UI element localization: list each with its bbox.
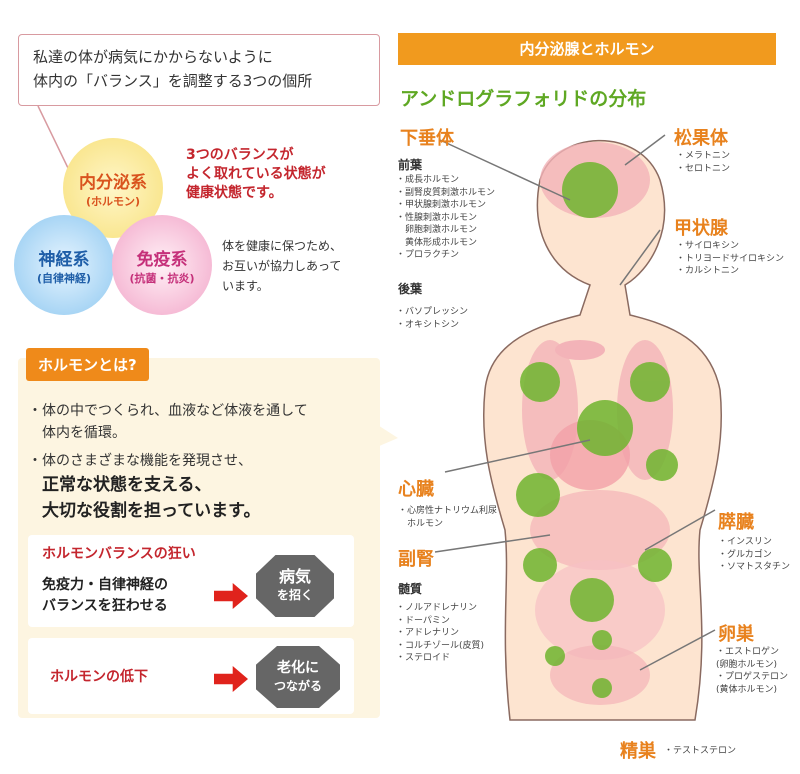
text: を招く	[276, 588, 313, 602]
heart-list: ・心房性ナトリウム利尿 ホルモン	[398, 505, 497, 530]
endocrine-circle: 内分泌系(ホルモン)	[63, 138, 163, 238]
immune-sub: (抗菌・抗炎)	[129, 271, 195, 285]
intro-line1: 私達の体が病気にかからないように	[33, 48, 273, 66]
list-item: ・性腺刺激ホルモン	[396, 212, 478, 223]
arrow-icon	[214, 583, 248, 609]
text: 健康状態です。	[186, 185, 283, 201]
list-item: ・メラトニン	[676, 151, 731, 161]
nervous-sub: (自律神経)	[36, 271, 92, 285]
list-item: ・トリヨードサイロキシン	[676, 253, 785, 264]
diagram-banner: 内分泌腺とホルモン	[398, 33, 776, 65]
list-item: ・ステロイド	[396, 653, 451, 663]
list-item: ・心房性ナトリウム利尿	[398, 506, 498, 516]
arrow-icon	[214, 666, 248, 692]
text: 大切な役割を担っています。	[42, 501, 261, 521]
ovary-label: 卵巣	[718, 624, 754, 645]
text: バランスを狂わせる	[42, 598, 168, 614]
list-item: 卵胞刺激ホルモン	[396, 225, 478, 235]
list-item: ・セロトニン	[676, 163, 731, 174]
endocrine-label: 内分泌系	[79, 172, 147, 193]
list-item: ・アドレナリン	[396, 628, 460, 638]
pituitary-label: 下垂体	[400, 128, 454, 149]
testis-label: 精巣	[620, 741, 656, 762]
pancreas-list: ・インスリン・グルカゴン・ソマトスタチン	[718, 536, 790, 574]
nervous-label: 神経系	[38, 249, 90, 270]
text: 老化に	[277, 660, 319, 676]
text: 3つのバランスが	[186, 147, 294, 163]
list-item: ・プロラクチン	[396, 250, 460, 260]
list-item: ・オキシトシン	[396, 319, 460, 330]
posterior-label: 後葉	[398, 282, 423, 296]
thyroid-label: 甲状腺	[674, 218, 728, 239]
imbalance-title: ホルモンバランスの狂い	[42, 546, 196, 562]
hormone-title: ホルモンとは?	[26, 348, 149, 381]
list-item: ・ノルアドレナリン	[396, 603, 478, 613]
intro-line2: 体内の「バランス」を調整する3つの個所	[33, 72, 313, 90]
text: 免疫力・自律神経の	[42, 577, 168, 593]
list-item: ・サイロキシン	[676, 241, 740, 251]
balance-highlight: 3つのバランスがよく取れている状態が健康状態です。	[186, 146, 326, 203]
posterior-list: ・バソプレッシン・オキシトシン	[396, 306, 468, 331]
diagram-subtitle: アンドログラフォリドの分布	[400, 88, 647, 110]
testis-item: ・テストステロン	[664, 746, 737, 756]
endocrine-sub: (ホルモン)	[85, 194, 141, 208]
disease-badge: 病気を招く	[256, 555, 334, 617]
list-item: ・ソマトスタチン	[718, 562, 791, 572]
speech-pointer	[370, 420, 398, 450]
pineal-label: 松果体	[674, 128, 728, 149]
anterior-list: ・成長ホルモン・副腎皮質刺激ホルモン・甲状腺刺激ホルモン・性腺刺激ホルモン 卵胞…	[396, 174, 495, 262]
list-item: ・甲状腺刺激ホルモン	[396, 200, 487, 210]
thyroid-list: ・サイロキシン・トリヨードサイロキシン・カルシトニン	[676, 240, 784, 278]
text: お互いが協力しあって	[222, 259, 342, 273]
balance-note: 体を健康に保つため、お互いが協力しあっています。	[222, 236, 342, 296]
hormone-bullet1: ・体の中でつくられ、血液など体液を通して 体内を循環。	[28, 400, 308, 444]
list-item: ・成長ホルモン	[396, 175, 460, 185]
aging-badge: 老化につながる	[256, 646, 340, 708]
adrenal-label: 副腎	[398, 549, 434, 570]
text: つながる	[273, 679, 322, 693]
list-item: (黄体ホルモン)	[716, 684, 778, 695]
list-item: ・バソプレッシン	[396, 307, 469, 317]
decline-card: ホルモンの低下 老化につながる	[28, 638, 354, 714]
list-item: ・エストロゲン	[716, 647, 780, 657]
ovary-list: ・エストロゲン (卵胞ホルモン) ・プロゲステロン (黄体ホルモン)	[716, 646, 788, 696]
anterior-label: 前葉	[398, 158, 423, 172]
body-illustration	[434, 134, 723, 721]
list-item: ・カルシトニン	[676, 266, 740, 276]
imbalance-text: 免疫力・自律神経のバランスを狂わせる	[42, 575, 168, 617]
list-item: ・インスリン	[718, 537, 772, 547]
text: 体内を循環。	[28, 425, 126, 441]
list-item: ・副腎皮質刺激ホルモン	[396, 187, 496, 198]
immune-circle: 免疫系(抗菌・抗炎)	[112, 215, 212, 315]
list-item: ・グルカゴン	[718, 549, 772, 560]
immune-label: 免疫系	[136, 249, 188, 270]
list-item: ・プロゲステロン	[716, 672, 789, 682]
text: 正常な状態を支える、	[42, 475, 212, 495]
list-item: ・コルチゾール(皮質)	[396, 640, 485, 651]
list-item: ホルモン	[398, 518, 444, 529]
text: ・体の中でつくられ、血液など体液を通して	[28, 403, 308, 419]
medulla-label: 髄質	[398, 582, 423, 596]
list-item: (卵胞ホルモン)	[716, 659, 778, 670]
nervous-circle: 神経系(自律神経)	[14, 215, 114, 315]
text: よく取れている状態が	[186, 166, 326, 182]
list-item: ・ドーパミン	[396, 615, 450, 626]
text: 体を健康に保つため、	[222, 239, 343, 253]
decline-title: ホルモンの低下	[50, 669, 148, 685]
pancreas-label: 膵臓	[718, 512, 754, 533]
intro-box: 私達の体が病気にかからないように 体内の「バランス」を調整する3つの個所	[18, 34, 380, 106]
heart-label: 心臓	[398, 479, 434, 500]
hormone-bullet2: ・体のさまざまな機能を発現させ、	[28, 453, 252, 469]
text: 病気	[278, 567, 311, 586]
imbalance-card: ホルモンバランスの狂い 免疫力・自律神経のバランスを狂わせる 病気を招く	[28, 535, 354, 627]
hormone-emphasis: 正常な状態を支える、大切な役割を担っています。	[42, 472, 260, 524]
adrenal-list: ・ノルアドレナリン・ドーパミン・アドレナリン・コルチゾール(皮質) ・ステロイド	[396, 602, 484, 665]
list-item: 黄体形成ホルモン	[396, 237, 478, 248]
text: います。	[222, 279, 269, 293]
pineal-list: ・メラトニン・セロトニン	[676, 150, 730, 175]
